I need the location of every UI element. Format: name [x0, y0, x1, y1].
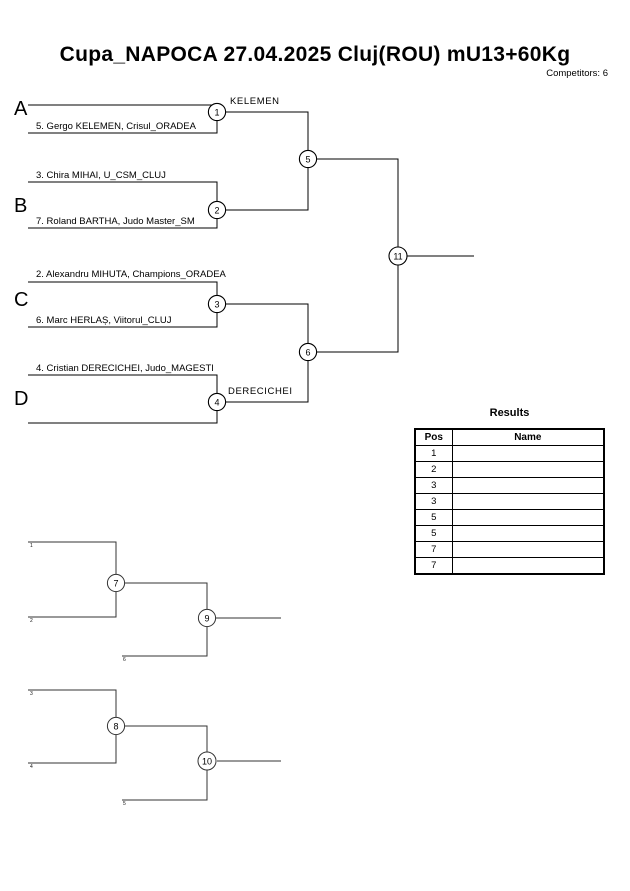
repechage-1-feed-3: 6	[123, 657, 126, 663]
results-pos-cell: 1	[414, 445, 453, 462]
svg-text:1: 1	[214, 108, 219, 118]
svg-text:3: 3	[214, 300, 219, 310]
results-title: Results	[489, 407, 530, 419]
group-label-d: D	[14, 388, 29, 410]
svg-text:2: 2	[214, 206, 219, 216]
repechage-1-nodes: 7 9	[106, 573, 217, 628]
group-label-b: B	[14, 195, 28, 217]
results-col-name: Name	[451, 428, 605, 446]
svg-text:8: 8	[113, 722, 118, 732]
results-pos-cell: 5	[414, 525, 453, 542]
repechage-2-feed-1: 3	[30, 691, 33, 697]
results-pos-cell: 3	[414, 477, 453, 494]
repechage-2-feed-2: 4	[30, 764, 33, 770]
entry-b-bottom[interactable]: 7. Roland BARTHA, Judo Master_SM	[36, 216, 195, 227]
table-row: 5	[414, 509, 605, 526]
winner-match-4[interactable]: DERECICHEI	[228, 386, 293, 397]
results-col-pos: Pos	[414, 428, 453, 446]
svg-text:10: 10	[202, 757, 212, 767]
table-row: 7	[414, 557, 605, 575]
entry-c-top[interactable]: 2. Alexandru MIHUTA, Champions_ORADEA	[36, 269, 226, 280]
results-pos-cell: 7	[414, 557, 453, 575]
table-row: 3	[414, 493, 605, 510]
repechage-2-nodes: 8 10	[106, 716, 217, 771]
competitors-count: Competitors: 6	[546, 68, 608, 79]
results-header-row: Pos Name	[414, 428, 605, 446]
results-name-cell[interactable]	[451, 445, 605, 462]
results-pos-cell: 5	[414, 509, 453, 526]
winner-match-1[interactable]: KELEMEN	[230, 96, 280, 107]
results-pos-cell: 7	[414, 541, 453, 558]
results-name-cell[interactable]	[451, 541, 605, 558]
results-name-cell[interactable]	[451, 557, 605, 575]
results-name-cell[interactable]	[451, 477, 605, 494]
repechage-1-feed-2: 2	[30, 618, 33, 624]
svg-text:4: 4	[214, 398, 219, 408]
table-row: 3	[414, 477, 605, 494]
results-name-cell[interactable]	[451, 493, 605, 510]
results-name-cell[interactable]	[451, 525, 605, 542]
results-name-cell[interactable]	[451, 461, 605, 478]
group-label-a: A	[14, 98, 28, 120]
repechage-2-feed-3: 5	[123, 801, 126, 807]
table-row: 2	[414, 461, 605, 478]
table-row: 1	[414, 445, 605, 462]
svg-text:6: 6	[305, 348, 310, 358]
entry-d-top[interactable]: 4. Cristian DERECICHEI, Judo_MAGESTI	[36, 363, 214, 374]
svg-text:9: 9	[204, 614, 209, 624]
page-title: Cupa_NAPOCA 27.04.2025 Cluj(ROU) mU13+60…	[59, 43, 571, 66]
svg-text:11: 11	[393, 252, 402, 262]
svg-text:5: 5	[305, 155, 310, 165]
group-label-c: C	[14, 289, 29, 311]
results-pos-cell: 2	[414, 461, 453, 478]
entry-b-top[interactable]: 3. Chira MIHAI, U_CSM_CLUJ	[36, 170, 166, 181]
entry-a-bottom[interactable]: 5. Gergo KELEMEN, Crisul_ORADEA	[36, 121, 196, 132]
repechage-1-feed-1: 1	[30, 543, 33, 549]
match-nodes: 1 2 3 4 5 6 11	[207, 102, 408, 412]
table-row: 7	[414, 541, 605, 558]
table-row: 5	[414, 525, 605, 542]
results-pos-cell: 3	[414, 493, 453, 510]
entry-c-bottom[interactable]: 6. Marc HERLAȘ, Viitorul_CLUJ	[36, 315, 172, 326]
results-name-cell[interactable]	[451, 509, 605, 526]
svg-text:7: 7	[113, 579, 118, 589]
